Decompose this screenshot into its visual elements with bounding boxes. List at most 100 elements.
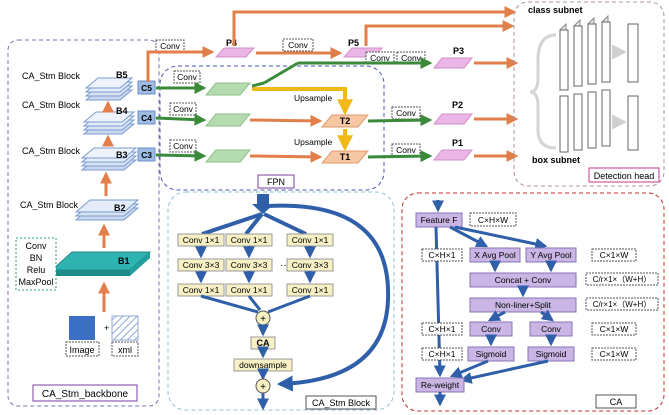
ca-module-panel: CA Feature F C×H×W X Avg Pool Y Avg Pool… xyxy=(401,192,665,412)
fpn-panel: FPN Conv Conv Conv T2 T1 Upsample Upsamp… xyxy=(155,65,385,191)
box-subnet-label: box subnet xyxy=(532,155,580,165)
stage-b2-stack xyxy=(74,199,140,221)
stage-b5-block-label: CA_Stm Block xyxy=(22,71,81,81)
fpn-t2-label: T2 xyxy=(340,116,351,126)
class-subnet-label: class subnet xyxy=(528,5,583,15)
stage-b2-label: B2 xyxy=(114,203,126,213)
detection-head-title: Detection head xyxy=(594,171,655,181)
stage-b3-label: B3 xyxy=(116,150,128,160)
stm-downsample: downsample xyxy=(239,360,287,370)
p5-label: P5 xyxy=(348,38,359,48)
stm-b3-conv1-top: Conv 1×1 xyxy=(292,235,329,245)
stm-b3-conv3: Conv 3×3 xyxy=(292,260,329,270)
stm-b1-conv1-top: Conv 1×1 xyxy=(183,235,220,245)
upsample-label-top: Upsample xyxy=(294,93,333,103)
pyramid-outputs: P4 Conv P5 Conv P3 Conv Conv P2 Conv P1 xyxy=(146,6,519,163)
ca-dim-w-2: C×1×W xyxy=(600,324,629,334)
ca-dim-h-1: C×H×1 xyxy=(429,250,456,260)
ca-reweight: Re-weight xyxy=(421,380,460,390)
xml-input-icon xyxy=(111,315,139,341)
stm-ellipsis: ··· xyxy=(280,260,290,271)
ca-conv-w: Conv xyxy=(541,324,562,334)
fpn-t2-node xyxy=(320,114,370,128)
stem-op-maxpool: MaxPool xyxy=(18,277,53,287)
fpn-plane-top xyxy=(204,82,252,96)
fpn-plane-bot xyxy=(204,149,252,163)
ca-sigmoid-w: Sigmoid xyxy=(536,349,567,359)
stm-b2-conv1-bot: Conv 1×1 xyxy=(231,285,268,295)
stem-op-bn: BN xyxy=(30,253,43,263)
stage-b3-stack xyxy=(80,147,138,171)
p1-plane xyxy=(432,149,474,161)
p3-plane xyxy=(432,57,474,69)
class-subnet-stack xyxy=(559,14,639,92)
stm-b2-conv3: Conv 3×3 xyxy=(231,260,268,270)
stm-b3-conv1-bot: Conv 1×1 xyxy=(292,285,329,295)
image-input-icon xyxy=(69,316,95,340)
p5-conv-label: Conv xyxy=(288,40,309,50)
tap-c3: C3 xyxy=(141,150,152,160)
p4-plane xyxy=(214,47,256,58)
tap-c5: C5 xyxy=(141,83,152,93)
p3-conv-label-b: Conv xyxy=(401,53,422,63)
p1-label: P1 xyxy=(452,138,463,148)
ca-dim-in: C×H×W xyxy=(478,215,508,225)
p4-conv-label: Conv xyxy=(160,41,181,51)
ca-concat: Concat + Conv xyxy=(495,275,552,285)
backbone-panel: CA_Stm_backbone B5 CA_Stm Block B4 CA_St… xyxy=(7,39,160,407)
stage-b4-label: B4 xyxy=(116,106,128,116)
stm-ca: CA xyxy=(257,338,270,348)
stage-b4-stack xyxy=(82,111,136,135)
box-subnet-stack xyxy=(559,89,639,153)
stage-b4-block-label: CA_Stm Block xyxy=(22,100,81,110)
p2-plane xyxy=(432,113,474,125)
fpn-t1-node xyxy=(320,150,370,164)
ca-sigmoid-h: Sigmoid xyxy=(476,349,507,359)
stage-b5-stack xyxy=(84,77,134,101)
ca-dim-w-1: C×1×W xyxy=(600,250,629,260)
ca-stm-block-panel: CA_Stm Block Conv 1×1 Conv 3×3 Conv 1×1 … xyxy=(167,191,395,411)
input-plus-sign: + xyxy=(104,323,109,333)
stage-b1-label: B1 xyxy=(118,256,130,266)
p3-label: P3 xyxy=(453,46,464,56)
stm-b1-conv1-bot: Conv 1×1 xyxy=(183,285,220,295)
stm-plus-2: + xyxy=(260,382,266,393)
stm-b1-conv3: Conv 3×3 xyxy=(183,260,220,270)
stm-plus-1: + xyxy=(260,314,266,325)
ca-dim-r-1: C/r×1×（W+H） xyxy=(593,275,651,284)
ca-title: CA xyxy=(610,397,623,407)
ca-x-pool: X Avg Pool xyxy=(474,250,516,260)
ca-split: Non-liner+Split xyxy=(495,300,552,310)
ca-dim-w-3: C×1×W xyxy=(600,349,629,359)
upsample-label-bot: Upsample xyxy=(294,137,333,147)
p2-conv-label: Conv xyxy=(396,108,417,118)
stage-b1-slab xyxy=(50,251,152,276)
fpn-plane-mid xyxy=(204,113,252,127)
ca-y-pool: Y Avg Pool xyxy=(530,250,571,260)
stage-b5-label: B5 xyxy=(116,70,128,80)
fpn-conv-label-mid: Conv xyxy=(173,104,194,114)
ca-feature: Feature F xyxy=(421,215,458,225)
stage-b3-block-label: CA_Stm Block xyxy=(22,146,81,156)
ca-dim-r-2: C/r×1×（W+H） xyxy=(593,300,651,309)
fpn-conv-label-top: Conv xyxy=(177,72,198,82)
stem-op-relu: Relu xyxy=(27,265,46,275)
tap-c4: C4 xyxy=(141,113,152,123)
ca-conv-h: Conv xyxy=(481,324,502,334)
detection-head-panel: class subnet box subnet Detection head xyxy=(513,1,665,187)
p4-label: P4 xyxy=(226,38,237,48)
backbone-title: CA_Stm_backbone xyxy=(42,389,129,400)
ca-dim-h-2: C×H×1 xyxy=(429,324,456,334)
stem-op-conv: Conv xyxy=(25,241,47,251)
p1-conv-label: Conv xyxy=(396,145,417,155)
ca-dim-h-3: C×H×1 xyxy=(429,349,456,359)
fpn-t1-label: T1 xyxy=(340,152,351,162)
stage-b2-block-label: CA_Stm Block xyxy=(20,200,79,210)
image-input-label: Image xyxy=(69,345,94,355)
fpn-conv-label-bot: Conv xyxy=(173,141,194,151)
fpn-title: FPN xyxy=(267,177,285,187)
stm-block-title: CA_Stm Block xyxy=(312,398,371,408)
xml-input-label: xml xyxy=(118,345,132,355)
p2-label: P2 xyxy=(452,100,463,110)
